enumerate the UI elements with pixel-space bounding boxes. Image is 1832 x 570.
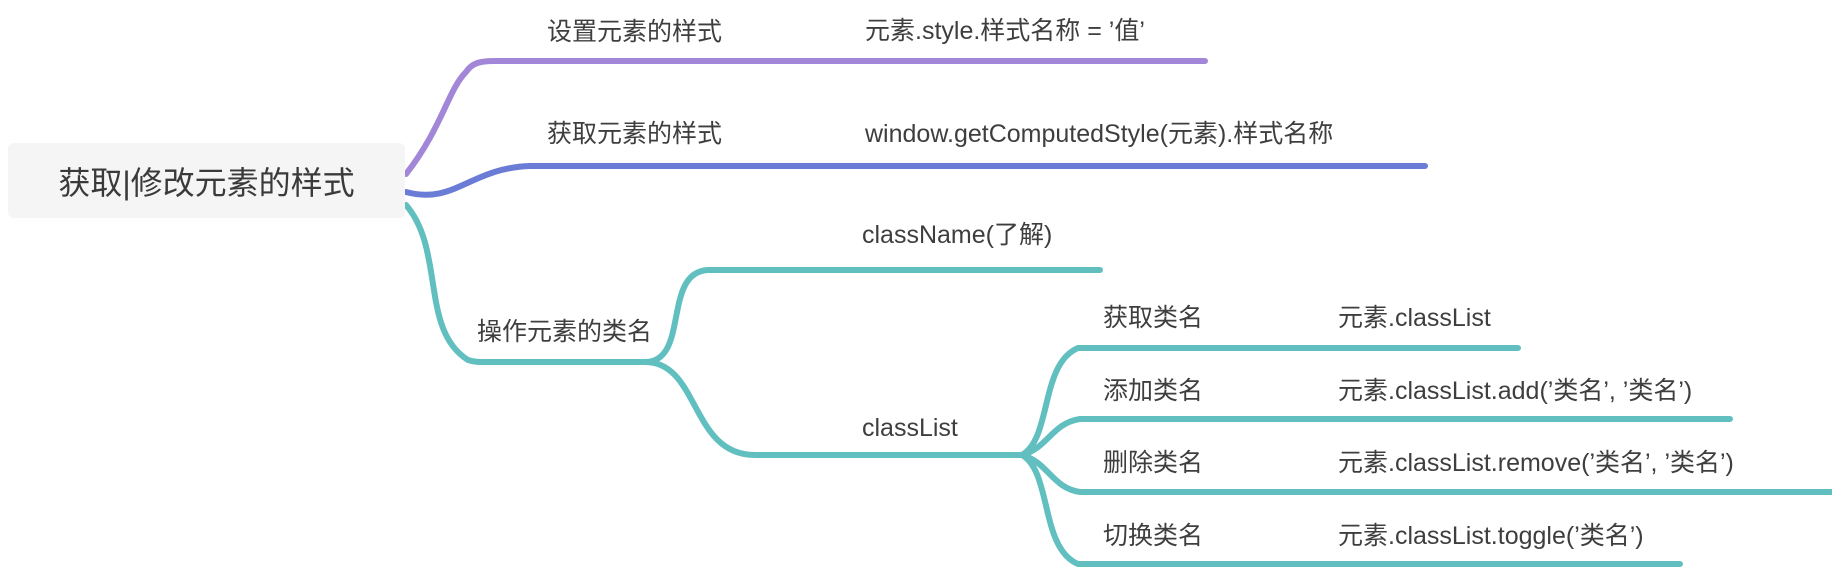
- connector-set-style: [403, 58, 1208, 177]
- root-node[interactable]: 获取|修改元素的样式: [8, 143, 405, 218]
- node-classlist-label[interactable]: classList: [862, 414, 958, 442]
- connector-add-class: [1019, 416, 1733, 458]
- connector-get-class: [1019, 345, 1521, 458]
- node-get-style-value[interactable]: window.getComputedStyle(元素).样式名称: [865, 120, 1334, 148]
- node-get-class-value[interactable]: 元素.classList: [1338, 304, 1491, 332]
- connector-classlist: [642, 359, 1025, 458]
- node-remove-class-label[interactable]: 删除类名: [1103, 449, 1204, 477]
- node-toggle-class-value[interactable]: 元素.classList.toggle(’类名’): [1338, 522, 1644, 550]
- connector-classname: [642, 267, 1103, 365]
- node-add-class-label[interactable]: 添加类名: [1103, 377, 1204, 405]
- connector-class-ops: [403, 202, 648, 365]
- node-get-class-label[interactable]: 获取类名: [1103, 304, 1204, 332]
- node-toggle-class-label[interactable]: 切换类名: [1103, 522, 1204, 550]
- node-classname-label[interactable]: className(了解): [862, 221, 1053, 249]
- node-get-style-label[interactable]: 获取元素的样式: [547, 120, 723, 148]
- node-add-class-value[interactable]: 元素.classList.add(’类名’, ’类名’): [1338, 377, 1693, 405]
- node-remove-class-value[interactable]: 元素.classList.remove(’类名’, ’类名’): [1338, 449, 1734, 477]
- node-class-ops-label[interactable]: 操作元素的类名: [477, 318, 653, 346]
- node-set-style-value[interactable]: 元素.style.样式名称 = ’值’: [865, 17, 1145, 45]
- connector-get-style: [403, 163, 1428, 198]
- node-set-style-label[interactable]: 设置元素的样式: [547, 18, 723, 46]
- connector-toggle-class: [1019, 452, 1683, 567]
